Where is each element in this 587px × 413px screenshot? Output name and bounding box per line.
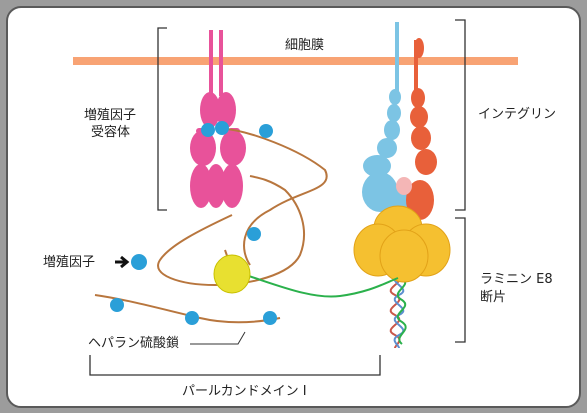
perlecan-domain-label: パールカンドメイン I [182, 384, 307, 399]
heparan-sulfate-label: ヘパラン硫酸鎖 [88, 336, 180, 351]
integrin-alpha [362, 22, 418, 216]
growth-factor-molecules [110, 121, 277, 325]
receptor-stalk-left [209, 30, 213, 96]
integrin-label: インテグリン [478, 107, 557, 122]
integrin-junction [396, 177, 412, 195]
integrin-beta [406, 38, 437, 220]
laminin-label-line1: ラミニン E8 [480, 272, 553, 287]
cell-membrane [73, 57, 518, 65]
laminin-e8-fragment [353, 205, 451, 283]
membrane-label: 細胞膜 [285, 38, 325, 53]
integrin-bracket [455, 19, 466, 211]
receptor-bracket [157, 27, 167, 211]
growth-factor-label: 増殖因子 [43, 255, 96, 270]
heparan-leader-line [190, 331, 246, 345]
laminin-coiled-coil [389, 274, 407, 349]
laminin-bracket [455, 217, 466, 343]
laminin-label-line2: 断片 [480, 290, 507, 305]
receptor-label-line2: 受容体 [91, 125, 131, 140]
growth-factor-arrow-icon [115, 255, 130, 269]
receptor-label-line1: 増殖因子 [84, 108, 137, 123]
heparan-sulfate-chains [94, 127, 328, 324]
core-to-laminin-linker [235, 271, 399, 298]
perlecan-core-protein [213, 254, 251, 294]
receptor-stalk-right [219, 30, 223, 96]
growth-factor-receptor [190, 92, 246, 208]
perlecan-bracket [89, 355, 381, 376]
